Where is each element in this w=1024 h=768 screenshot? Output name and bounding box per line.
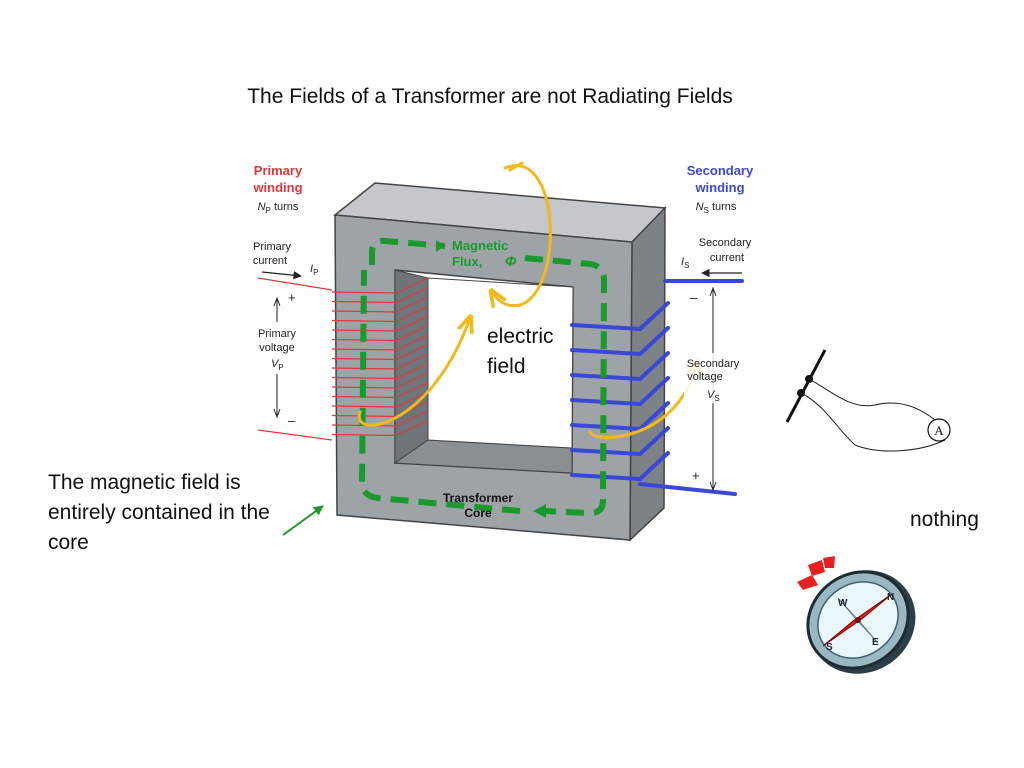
compass-icon: N E S W <box>797 556 916 674</box>
primary-coil-turn-back <box>395 334 429 351</box>
secondary-winding-title-2: winding <box>694 180 744 195</box>
magnetic-flux-path <box>358 237 608 518</box>
secondary-coil-turn <box>570 348 642 356</box>
secondary-coil-turn-back <box>638 301 670 331</box>
primary-coil-turn <box>331 376 397 380</box>
flux-label-line1: Magnetic <box>452 238 508 253</box>
electric-field-note-line1: electric <box>487 325 554 348</box>
secondary-minus-sign: – <box>690 290 698 305</box>
primary-coil-turn-back <box>395 277 429 294</box>
secondary-coil-turn-back <box>638 451 670 481</box>
secondary-coil-turn-back <box>638 426 670 456</box>
compass-letter-s: S <box>826 642 833 653</box>
secondary-current-symbol: IS <box>681 256 689 270</box>
primary-coil-turn-back <box>395 343 429 361</box>
secondary-plus-sign: + <box>692 468 700 483</box>
primary-voltage-symbol: VP <box>271 358 284 372</box>
magnetic-field-note: The magnetic field is entirely contained… <box>48 471 270 554</box>
primary-winding-title: Primary <box>254 163 303 178</box>
primary-coil-turn-back <box>395 353 429 370</box>
core-label-line2: Core <box>464 506 492 520</box>
primary-coil-turn <box>331 319 397 323</box>
primary-coil-turn-back <box>395 315 429 332</box>
primary-voltage-label-2: voltage <box>259 342 294 354</box>
primary-coil-turn-back <box>395 381 429 399</box>
primary-coil-turns <box>331 277 429 437</box>
magnetic-field-pointer-arrow <box>282 505 324 536</box>
electric-field-note: electric field <box>487 322 554 382</box>
primary-coil-turn-back <box>395 286 429 304</box>
primary-minus-sign: – <box>288 413 296 428</box>
primary-current-symbol: IP <box>310 263 318 277</box>
secondary-coil-turn <box>570 323 642 331</box>
nothing-note: nothing <box>910 508 979 531</box>
compass-letter-e: E <box>872 637 879 648</box>
secondary-voltage-label-2: voltage <box>687 371 722 383</box>
primary-voltage-label: Primary <box>258 328 296 340</box>
secondary-voltage-label: Secondary <box>687 358 740 370</box>
flux-symbol: Φ <box>505 253 517 269</box>
core-label-line1: Transformer <box>443 491 513 505</box>
secondary-coil-turn-back <box>638 326 670 356</box>
secondary-winding-title: Secondary <box>687 163 754 178</box>
primary-winding-title-2: winding <box>252 180 302 195</box>
secondary-coil-turn-back <box>638 376 670 406</box>
secondary-current-label-2: current <box>710 252 744 264</box>
secondary-labels: Secondary winding NS turns Secondary cur… <box>681 163 754 492</box>
primary-coil-turn-back <box>395 324 429 342</box>
secondary-current-label: Secondary <box>699 237 752 249</box>
slide-title: The Fields of a Transformer are not Radi… <box>247 85 733 108</box>
compass-letter-n: N <box>887 592 894 603</box>
secondary-coil-turn-back <box>638 401 670 431</box>
primary-coil-turn <box>331 433 397 437</box>
primary-coil-turn-back <box>395 305 429 323</box>
ammeter-icon <box>927 418 951 442</box>
primary-coil-turn-back <box>395 410 429 427</box>
secondary-coil-turn-back <box>638 351 670 381</box>
secondary-turns-label: NS turns <box>696 201 737 215</box>
primary-current-arrow <box>261 271 302 280</box>
flux-label-line2: Flux, <box>452 254 482 269</box>
primary-coil-turn-back <box>395 391 429 408</box>
compass-letter-w: W <box>838 598 848 609</box>
primary-coil-turn-back <box>395 372 429 389</box>
electric-field-note-line2: field <box>487 355 526 378</box>
primary-plus-sign: + <box>288 290 296 305</box>
primary-coil-turn <box>331 405 397 408</box>
primary-current-label: Primary <box>253 241 291 253</box>
primary-current-label-2: current <box>253 255 287 267</box>
secondary-voltage-symbol: VS <box>707 389 720 403</box>
primary-coil-turn <box>331 348 397 351</box>
primary-coil-turn-back <box>395 362 429 380</box>
primary-coil-turn-back <box>395 296 429 313</box>
primary-winding <box>257 277 429 441</box>
primary-coil-turn-back <box>395 419 429 437</box>
ammeter-symbol: A <box>934 423 944 438</box>
primary-labels: Primary winding NP turns Primary current… <box>248 163 318 428</box>
wire-rod <box>785 349 827 423</box>
ammeter-loop: A <box>785 349 951 452</box>
primary-turns-label: NP turns <box>258 201 299 215</box>
flux-label: Magnetic Flux, Φ <box>452 238 517 269</box>
primary-coil-turn <box>331 291 397 294</box>
